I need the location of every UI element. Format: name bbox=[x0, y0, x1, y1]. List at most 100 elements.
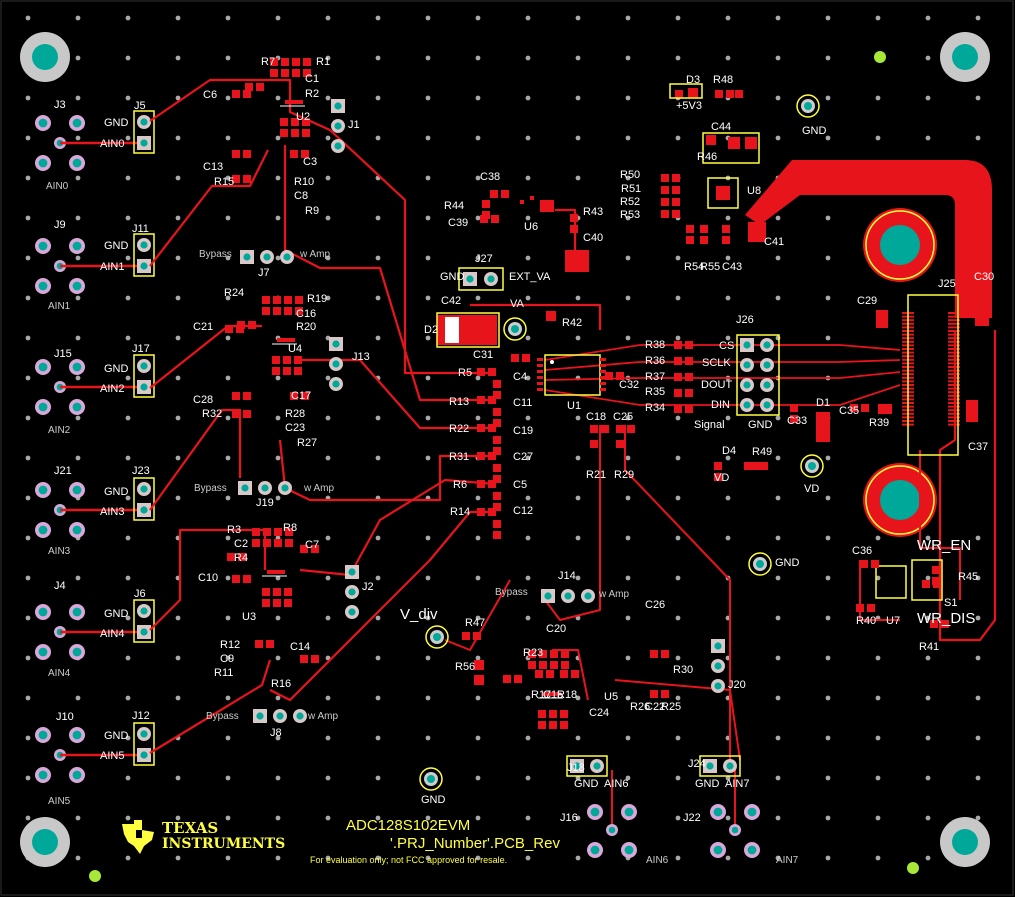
smd-pad bbox=[267, 570, 285, 574]
via bbox=[375, 95, 381, 101]
smd-pad bbox=[238, 553, 246, 561]
via bbox=[25, 575, 31, 581]
via bbox=[425, 855, 431, 861]
refdes: R36 bbox=[645, 355, 666, 367]
mounting-hole-drill bbox=[952, 829, 978, 855]
via bbox=[575, 815, 581, 821]
through-hole-drill bbox=[72, 281, 82, 291]
via bbox=[525, 615, 531, 621]
smd-pad bbox=[501, 190, 509, 198]
vd-label: VD bbox=[714, 472, 730, 484]
via bbox=[475, 855, 481, 861]
via bbox=[925, 15, 931, 21]
via bbox=[575, 415, 581, 421]
gnd-label: GND bbox=[775, 557, 800, 569]
via bbox=[275, 495, 281, 501]
via bbox=[275, 255, 281, 261]
via bbox=[775, 135, 781, 141]
via bbox=[375, 255, 381, 261]
via bbox=[25, 495, 31, 501]
header-ref: J24 bbox=[688, 758, 706, 770]
refdes: R51 bbox=[621, 183, 642, 195]
via bbox=[175, 495, 181, 501]
smd-pad bbox=[650, 690, 658, 698]
refdes: C11 bbox=[513, 397, 533, 409]
via bbox=[275, 575, 281, 581]
refdes: R32 bbox=[202, 408, 223, 420]
refdes: U2 bbox=[296, 111, 311, 123]
refdes: C19 bbox=[513, 425, 534, 437]
refdes: R1 bbox=[316, 56, 331, 68]
through-hole-drill bbox=[38, 402, 48, 412]
smd-pad bbox=[292, 58, 300, 66]
refdes: U1 bbox=[567, 400, 582, 412]
through-hole-drill bbox=[731, 826, 739, 834]
via bbox=[325, 575, 331, 581]
header-pin-label: AIN5 bbox=[100, 750, 125, 762]
smd-pad bbox=[243, 150, 251, 158]
gnd-label: GND bbox=[421, 794, 446, 806]
copper-trace bbox=[859, 560, 900, 621]
via bbox=[25, 415, 31, 421]
header-ref: J6 bbox=[134, 588, 146, 600]
smd-pad bbox=[856, 604, 864, 612]
smd-pad bbox=[948, 315, 960, 318]
via bbox=[25, 175, 31, 181]
via bbox=[375, 295, 381, 301]
bypass-label: Bypass bbox=[206, 711, 239, 722]
smd-pad bbox=[674, 373, 682, 381]
refdes: C42 bbox=[441, 295, 462, 307]
refdes: C43 bbox=[722, 261, 743, 273]
via bbox=[325, 735, 331, 741]
header-ref: J11 bbox=[132, 223, 149, 235]
smd-pad bbox=[565, 250, 589, 272]
refdes: C23 bbox=[285, 422, 306, 434]
via bbox=[275, 775, 281, 781]
smd-pad bbox=[661, 210, 669, 218]
smd-pad bbox=[600, 358, 606, 361]
smd-pad bbox=[530, 196, 534, 200]
refdes: C29 bbox=[857, 295, 878, 307]
smd-pad bbox=[685, 373, 693, 381]
smd-pad bbox=[520, 200, 524, 204]
silkscreen-outline bbox=[566, 755, 608, 777]
via bbox=[225, 95, 231, 101]
via bbox=[175, 375, 181, 381]
via bbox=[975, 15, 981, 21]
smd-pad bbox=[262, 588, 270, 596]
mounting-hole-drill bbox=[952, 44, 978, 70]
copper-trace bbox=[555, 208, 577, 260]
refdes: R5 bbox=[458, 367, 473, 379]
via bbox=[25, 95, 31, 101]
via bbox=[775, 615, 781, 621]
smd-pad bbox=[748, 462, 756, 470]
via bbox=[675, 255, 681, 261]
refdes: R16 bbox=[271, 678, 292, 690]
header-pin-drill bbox=[140, 506, 148, 514]
header-pin-drill bbox=[140, 383, 148, 391]
via bbox=[825, 15, 831, 21]
smd-pad bbox=[790, 415, 798, 423]
via bbox=[75, 815, 81, 821]
smd-pad bbox=[280, 129, 288, 137]
header-pin-label: AIN1 bbox=[100, 261, 125, 273]
smd-pad bbox=[273, 296, 281, 304]
smd-pad bbox=[706, 135, 716, 145]
refdes: D4 bbox=[722, 445, 737, 457]
header-pin-label: AIN2 bbox=[100, 383, 125, 395]
via bbox=[875, 775, 881, 781]
smd-pad bbox=[225, 325, 233, 333]
header-pin-drill bbox=[140, 362, 148, 370]
refdes: R53 bbox=[620, 209, 641, 221]
smd-pad bbox=[302, 129, 310, 137]
via bbox=[575, 295, 581, 301]
via bbox=[225, 135, 231, 141]
smd-pad bbox=[493, 492, 501, 500]
via bbox=[925, 735, 931, 741]
via bbox=[925, 775, 931, 781]
via bbox=[575, 15, 581, 21]
via bbox=[275, 655, 281, 661]
smd-pad bbox=[537, 370, 543, 373]
header-pin-label: GND bbox=[695, 778, 720, 790]
refdes: C9 bbox=[220, 653, 235, 665]
